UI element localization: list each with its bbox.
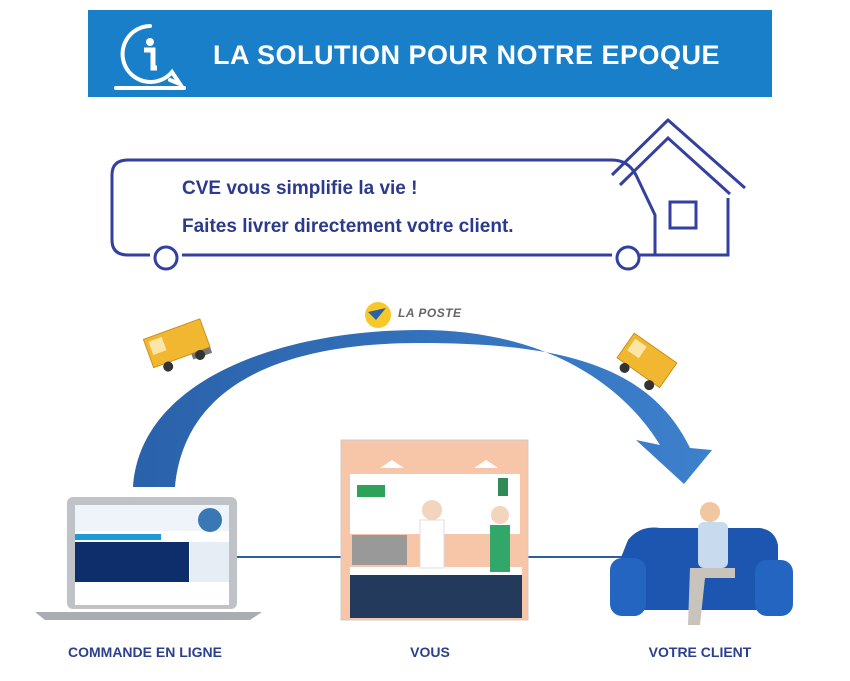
- banner-title: LA SOLUTION POUR NOTRE EPOQUE: [213, 40, 721, 70]
- title-banner: LA SOLUTION POUR NOTRE EPOQUE: [88, 10, 772, 97]
- optician-shop-illustration: [340, 439, 529, 621]
- delivery-truck-house-outline: [110, 118, 746, 271]
- message-line-2: Faites livrer directement votre client.: [182, 216, 514, 237]
- la-poste-logo: [365, 302, 391, 328]
- step-label-client: VOTRE CLIENT: [648, 644, 752, 660]
- message-line-1: CVE vous simplifie la vie !: [182, 178, 418, 199]
- yellow-truck-icon: [142, 318, 213, 372]
- yellow-truck-icon: [616, 332, 678, 391]
- client-sofa-illustration: [610, 502, 793, 625]
- house-window: [668, 200, 698, 230]
- la-poste-label: LA POSTE: [398, 306, 462, 320]
- step-label-you: VOUS: [410, 644, 450, 660]
- step-label-online-order: COMMANDE EN LIGNE: [68, 644, 222, 660]
- laptop-illustration: [35, 497, 262, 620]
- info-chat-icon: [114, 24, 186, 90]
